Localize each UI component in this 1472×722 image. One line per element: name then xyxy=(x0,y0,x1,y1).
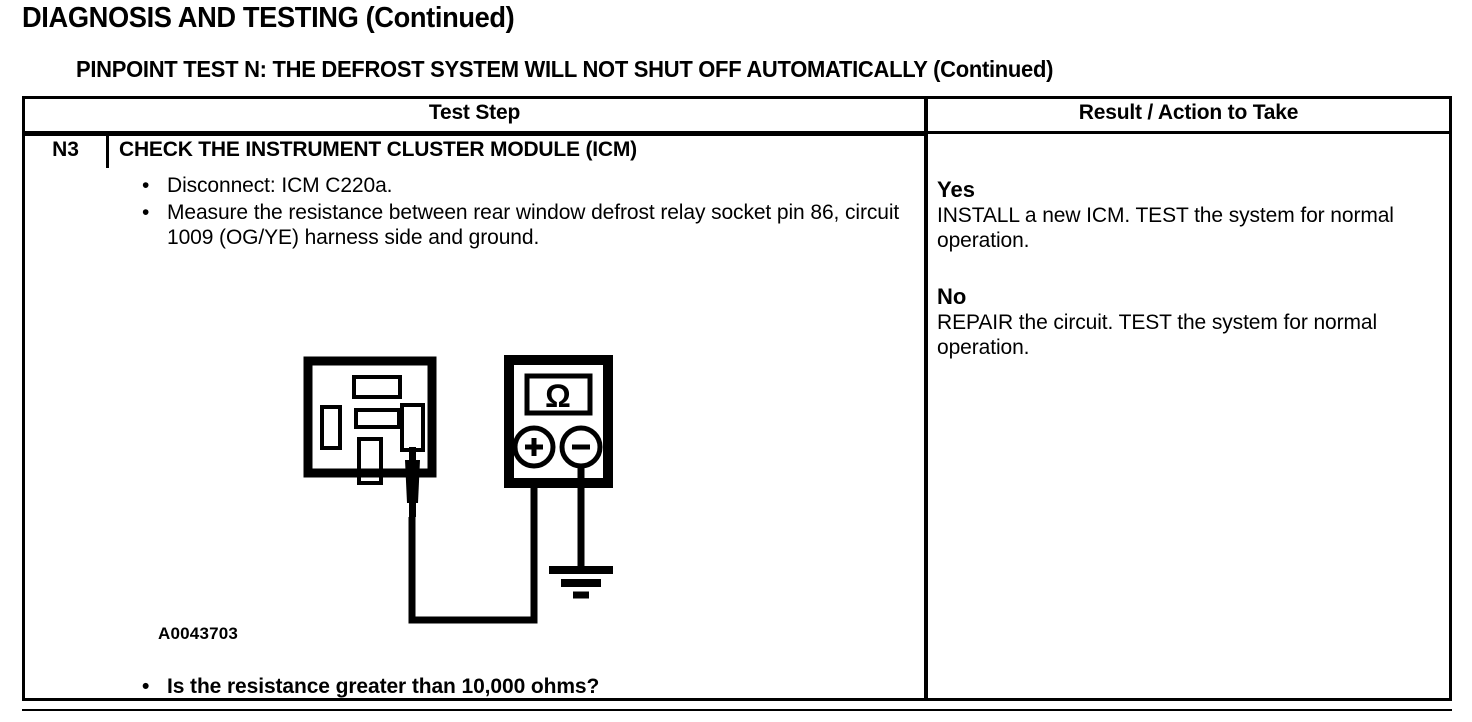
positive-terminal xyxy=(512,425,556,469)
bullet-icon: • xyxy=(142,201,150,224)
bullet-icon: • xyxy=(142,675,150,698)
socket-cavity-top xyxy=(352,375,402,399)
socket-cavity-pin-86 xyxy=(400,403,425,452)
header-row-divider xyxy=(25,131,1449,134)
bullet-icon: • xyxy=(142,174,150,197)
result-label-yes: Yes xyxy=(937,177,975,202)
column-header-result-action: Result / Action to Take xyxy=(1078,101,1299,124)
step-instruction-list: • Disconnect: ICM C220a. • Measure the r… xyxy=(119,173,909,252)
meter-display xyxy=(524,373,593,416)
list-item-label: Measure the resistance between rear wind… xyxy=(167,201,900,249)
ohm-symbol: Ω xyxy=(545,378,571,414)
result-text-no: REPAIR the circuit. TEST the system for … xyxy=(937,311,1378,359)
relay-socket-block xyxy=(303,356,437,485)
negative-terminal xyxy=(559,425,603,469)
socket-cavity-middle xyxy=(354,408,401,429)
step-id-divider xyxy=(106,134,109,168)
list-item: • Disconnect: ICM C220a. xyxy=(119,173,909,198)
step-row-divider xyxy=(25,133,924,136)
pinpoint-test-table: Test Step Result / Action to Take N3 CHE… xyxy=(22,96,1452,701)
pinpoint-test-subtitle: PINPOINT TEST N: THE DEFROST SYSTEM WILL… xyxy=(76,56,1054,82)
result-spacer xyxy=(937,253,1437,284)
step-question: • Is the resistance greater than 10,000 … xyxy=(119,675,599,699)
list-item-label: Disconnect: ICM C220a. xyxy=(167,174,393,197)
result-action-content: Yes INSTALL a new ICM. TEST the system f… xyxy=(937,177,1437,360)
ohmmeter: Ω xyxy=(504,355,613,488)
list-item: • Measure the resistance between rear wi… xyxy=(119,200,909,250)
socket-cavity-bottom xyxy=(357,437,383,485)
step-question-label: Is the resistance greater than 10,000 oh… xyxy=(167,675,600,698)
test-probe-pin-86 xyxy=(405,447,420,517)
step-id: N3 xyxy=(52,138,79,161)
result-label-no: No xyxy=(937,284,967,309)
probe-lead-wire xyxy=(408,485,538,624)
page-bottom-rule xyxy=(22,709,1452,711)
ground-icon xyxy=(549,566,613,599)
step-header-row: N3 CHECK THE INSTRUMENT CLUSTER MODULE (… xyxy=(25,134,924,168)
step-title: CHECK THE INSTRUMENT CLUSTER MODULE (ICM… xyxy=(119,138,637,161)
figure-id: A0043703 xyxy=(158,624,239,643)
result-text-yes: INSTALL a new ICM. TEST the system for n… xyxy=(937,204,1394,252)
column-header-test-step: Test Step xyxy=(428,101,521,124)
socket-cavity-left xyxy=(320,405,342,450)
page-title: DIAGNOSIS AND TESTING (Continued) xyxy=(22,2,515,34)
column-divider xyxy=(924,99,928,698)
